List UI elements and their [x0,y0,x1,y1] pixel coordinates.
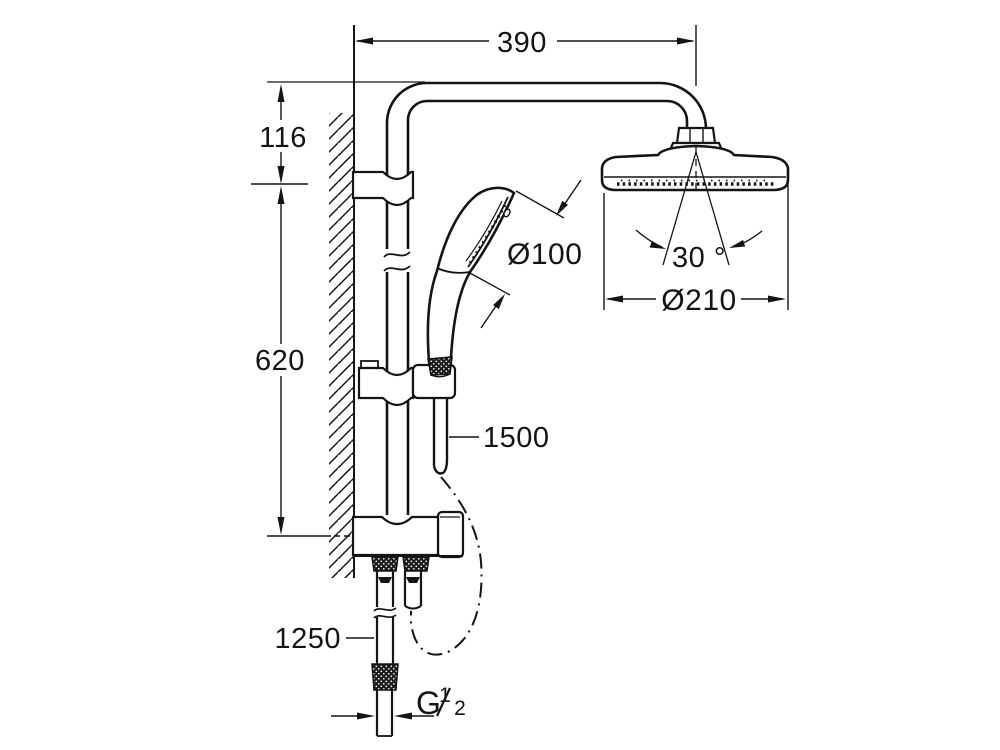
label-rail-length: 620 [255,345,305,377]
hose-break [373,607,397,612]
wall [329,25,355,578]
arrowhead [556,200,568,216]
bracket-body [351,515,440,557]
dimension-hand-shower-diameter [469,179,582,329]
top-wall-bracket [351,170,415,207]
bottom-connections [371,556,430,737]
hand-shower [426,186,516,378]
label-thread-letter: G [416,685,441,721]
label-top-offset: 116 [259,122,307,154]
arrowhead-right [357,712,375,720]
arrowhead-left [355,37,373,45]
pipe-inner-edge [406,99,689,515]
flow-mark [406,577,420,583]
slider-body [357,366,415,407]
head-shower [600,126,790,193]
arrowhead-right [768,295,786,303]
dimension-rail-length [267,186,354,537]
arrowhead-down [277,517,285,535]
label-supply-hose-length: 1250 [274,623,341,655]
hose-end [432,458,449,475]
arrowhead-left [394,712,412,720]
arrowhead-right [677,37,695,45]
spray-face-edge [467,196,509,268]
pipe-outer-edge [385,81,708,515]
dimension-head-diameter [603,178,789,310]
dimension-top-offset [251,81,425,185]
label-shower-hose-length: 1500 [483,422,550,454]
arrowhead-left [605,295,623,303]
arrowhead-down [277,166,285,184]
arrowhead [493,294,505,310]
dimension-thread [331,687,451,720]
arrowhead [649,240,666,249]
label-hand-shower-diameter: Ø100 [507,238,582,271]
hose-hanging-loop [410,476,483,656]
label-thread-denominator: 2 [454,697,466,720]
label-head-diameter: Ø210 [661,284,736,317]
pipe-break [383,265,411,272]
label-arm-width: 390 [497,27,547,59]
hand-shower-cone-nut [427,356,453,376]
hose-coupling [371,663,399,691]
union-nut-right [402,556,430,572]
label-head-angle: 30 ° [672,242,726,274]
pipe-break [383,251,411,258]
hand-shower-body [426,186,516,364]
union-nut-left [371,556,399,572]
shower-hose [410,398,483,656]
fraction-slash [436,687,451,717]
arrowhead [729,239,746,248]
ball-joint-nut [675,126,717,145]
bracket-swivel-housing [436,510,465,559]
dimension-head-angle [635,151,763,266]
bottom-wall-bracket [351,510,465,559]
label-thread-numerator: 1 [439,684,451,707]
arrowhead-up [277,186,285,204]
flow-mark [378,577,392,583]
head-shower-body [600,144,790,192]
handle-neck-line [436,267,471,274]
arrowhead-up [277,84,285,102]
hose-outlet-stub [403,571,423,606]
spray-nozzles [468,204,507,264]
shower-rail-and-arm [383,81,708,515]
dimension-arm-width [355,25,697,86]
supply-hose-lower [375,616,395,664]
wall-hatching [329,113,354,578]
pivot-dot [503,208,511,218]
connection-hose-end [375,690,394,736]
supply-hose-upper [375,571,395,609]
